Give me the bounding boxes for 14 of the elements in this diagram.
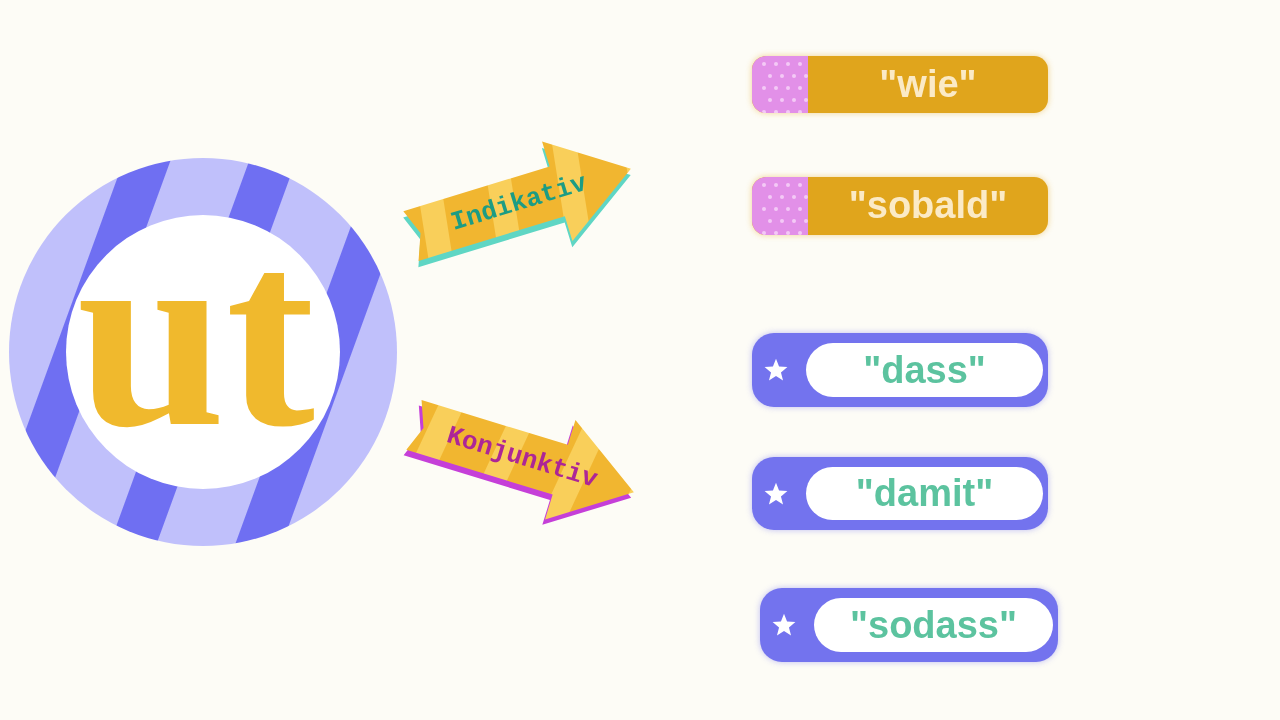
badge-letters: ut	[76, 200, 315, 468]
word-label: "damit"	[806, 467, 1043, 520]
arrow-banner	[403, 400, 634, 525]
arrow-banner	[403, 141, 631, 268]
word-bar	[752, 457, 1048, 530]
word-bar	[760, 588, 1058, 662]
word-label: "wie"	[879, 63, 977, 106]
striped-ring	[9, 158, 397, 546]
word-label: "sodass"	[814, 598, 1053, 652]
word-bar	[752, 333, 1048, 407]
word-label: "sobald"	[848, 185, 1008, 227]
word-bar	[752, 177, 1048, 235]
word-bar	[752, 56, 1048, 113]
word-label: "dass"	[806, 343, 1043, 397]
